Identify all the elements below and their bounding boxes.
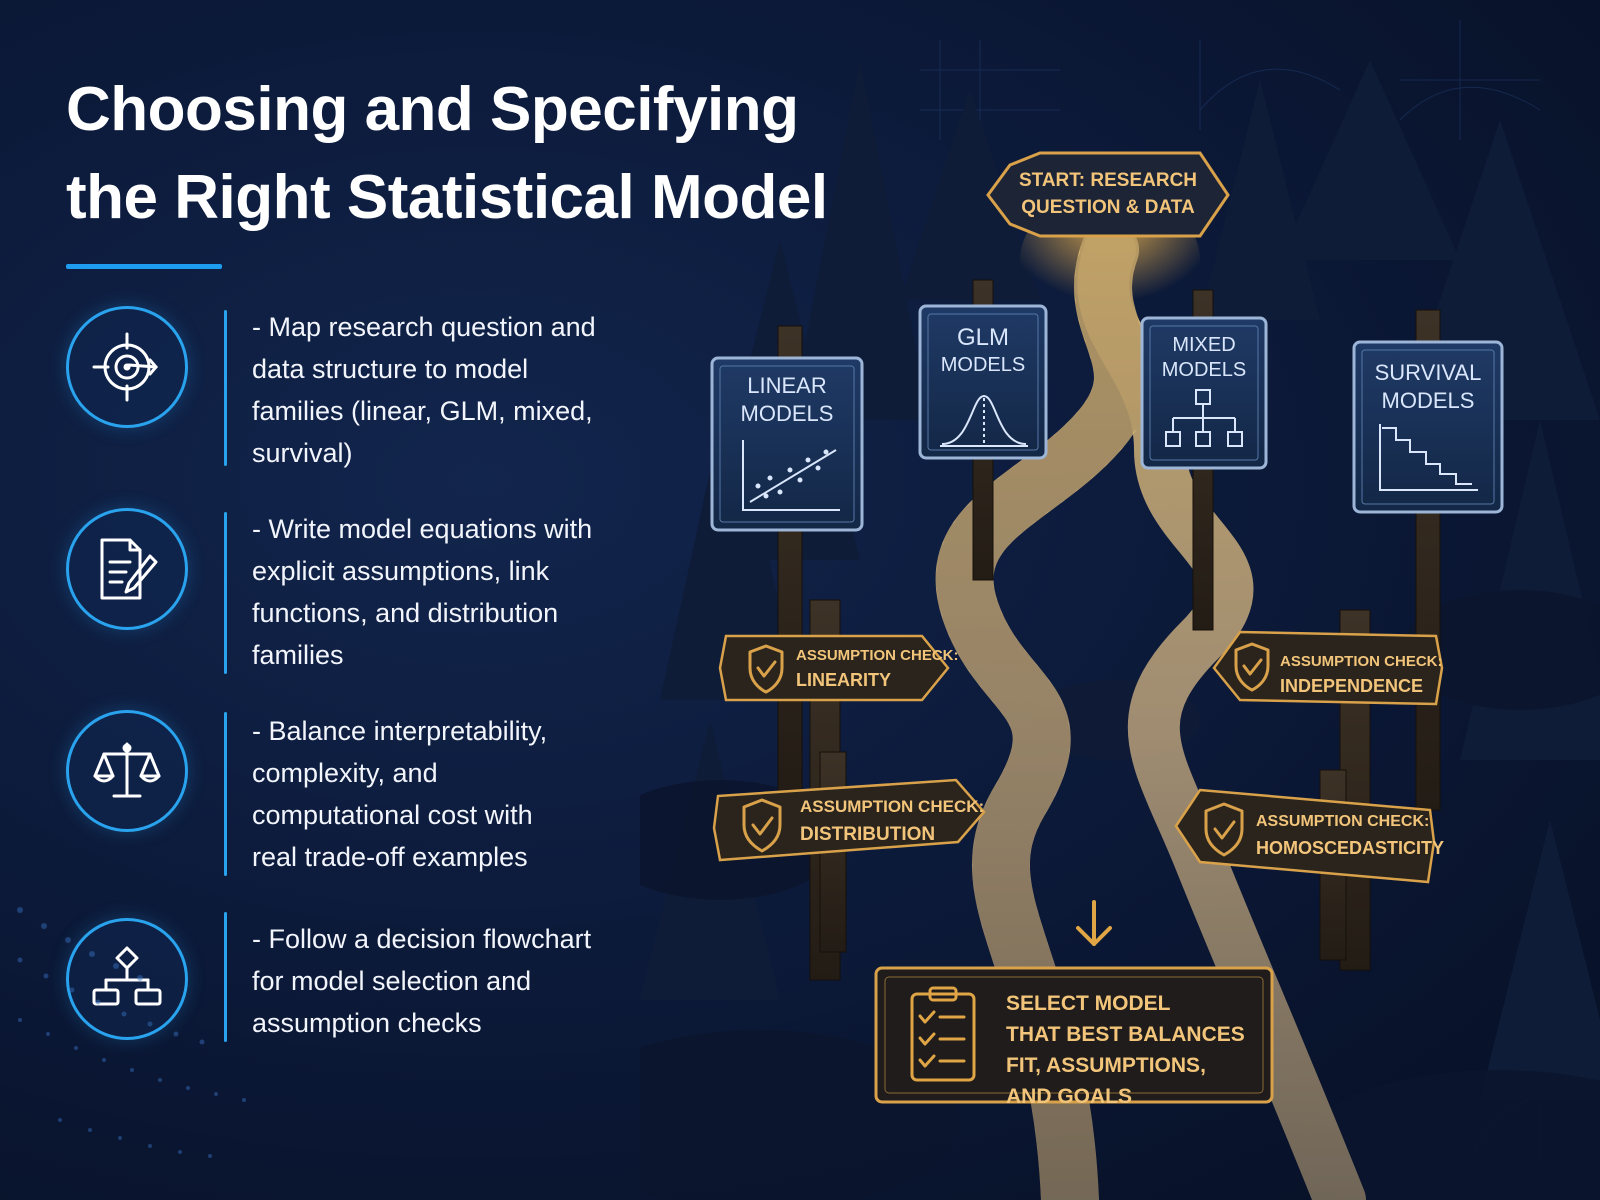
check-sign-homoscedasticity: ASSUMPTION CHECK: HOMOSCEDASTICITY: [1174, 788, 1444, 884]
check-sign-linearity: ASSUMPTION CHECK: LINEARITY: [718, 634, 959, 702]
check-sign-independence-line2: INDEPENDENCE: [1280, 676, 1423, 696]
shield-check-icon: [748, 644, 784, 694]
forest-path-scene: START: RESEARCH QUESTION & DATA LINEAR M…: [640, 20, 1600, 1200]
model-sign-linear-line1: LINEAR: [747, 373, 826, 398]
check-sign-homoscedasticity-line2: HOMOSCEDASTICITY: [1256, 838, 1444, 858]
bullet-divider: [224, 712, 227, 876]
flowchart-icon: [66, 918, 188, 1040]
final-sign-line2: THAT BEST BALANCES: [1006, 1023, 1245, 1046]
check-sign-distribution-line2: DISTRIBUTION: [800, 824, 935, 845]
model-sign-linear-line2: MODELS: [741, 401, 834, 426]
shield-check-icon: [1204, 802, 1244, 857]
scatter-plot-icon: [742, 440, 840, 511]
start-sign-line1: START: RESEARCH: [1019, 170, 1197, 191]
hierarchy-icon: [1165, 389, 1243, 447]
step-curve-icon: [1379, 424, 1478, 491]
check-sign-distribution-line1: ASSUMPTION CHECK:: [800, 797, 984, 816]
bullet-text: - Map research question and data structu…: [252, 312, 596, 468]
check-sign-linearity-line1: ASSUMPTION CHECK:: [796, 647, 959, 664]
balance-scale-icon: [66, 710, 188, 832]
shield-check-icon: [1234, 642, 1270, 692]
shield-check-icon: [742, 798, 782, 853]
bullet-text: - Balance interpretability, complexity, …: [252, 716, 548, 872]
model-sign-linear: LINEAR MODELS: [710, 356, 864, 532]
bullet-divider: [224, 912, 227, 1042]
bullet-text: - Write model equations with explicit as…: [252, 514, 593, 670]
target-icon: [66, 306, 188, 428]
final-sign-line3: FIT, ASSUMPTIONS,: [1006, 1054, 1206, 1077]
check-sign-linearity-line2: LINEARITY: [796, 670, 891, 690]
bullet-divider: [224, 512, 227, 674]
page-title: Choosing and Specifying the Right Statis…: [66, 75, 828, 232]
model-sign-glm: GLM MODELS: [918, 304, 1048, 460]
check-sign-distribution: ASSUMPTION CHECK: DISTRIBUTION: [712, 778, 986, 862]
model-sign-mixed-line1: MIXED: [1172, 334, 1235, 356]
check-sign-independence-line1: ASSUMPTION CHECK:: [1280, 653, 1443, 670]
start-sign: START: RESEARCH QUESTION & DATA: [986, 151, 1230, 238]
document-pen-icon: [66, 508, 188, 630]
model-sign-mixed: MIXED MODELS: [1140, 316, 1268, 470]
final-select-model-sign: SELECT MODEL THAT BEST BALANCES FIT, ASS…: [874, 966, 1274, 1108]
final-sign-line4: AND GOALS: [1006, 1085, 1132, 1108]
check-sign-independence: ASSUMPTION CHECK: INDEPENDENCE: [1212, 630, 1444, 706]
clipboard-checklist-icon: [910, 986, 976, 1082]
bell-curve-icon: [940, 394, 1028, 447]
model-sign-survival-line2: MODELS: [1382, 388, 1475, 413]
bullet-divider: [224, 310, 227, 466]
final-sign-line1: SELECT MODEL: [1006, 992, 1171, 1015]
start-sign-line2: QUESTION & DATA: [1021, 197, 1195, 218]
title-underline: [66, 264, 222, 269]
model-sign-glm-line1: GLM: [957, 324, 1009, 351]
model-sign-mixed-line2: MODELS: [1162, 359, 1246, 381]
model-sign-survival: SURVIVAL MODELS: [1352, 340, 1504, 514]
model-sign-survival-line1: SURVIVAL: [1375, 360, 1482, 385]
dotted-wave-decoration: [17, 907, 246, 1158]
arrow-down-icon: [1076, 900, 1112, 946]
check-sign-homoscedasticity-line1: ASSUMPTION CHECK:: [1256, 813, 1429, 830]
model-sign-glm-line2: MODELS: [941, 354, 1025, 376]
bullet-text: - Follow a decision flowchart for model …: [252, 924, 592, 1038]
